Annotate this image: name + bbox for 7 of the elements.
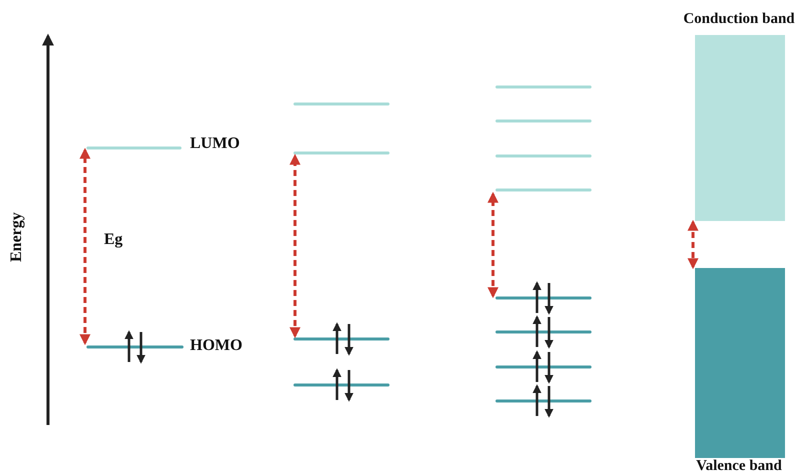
double-arrow [688,220,698,270]
band-label: Conduction band [682,12,796,27]
level-label: HOMO [190,338,242,354]
band-label: Valence band [695,459,783,474]
level-label: LUMO [190,136,240,152]
axis-label: Energy [9,212,25,262]
gap-label: Eg [104,232,123,248]
